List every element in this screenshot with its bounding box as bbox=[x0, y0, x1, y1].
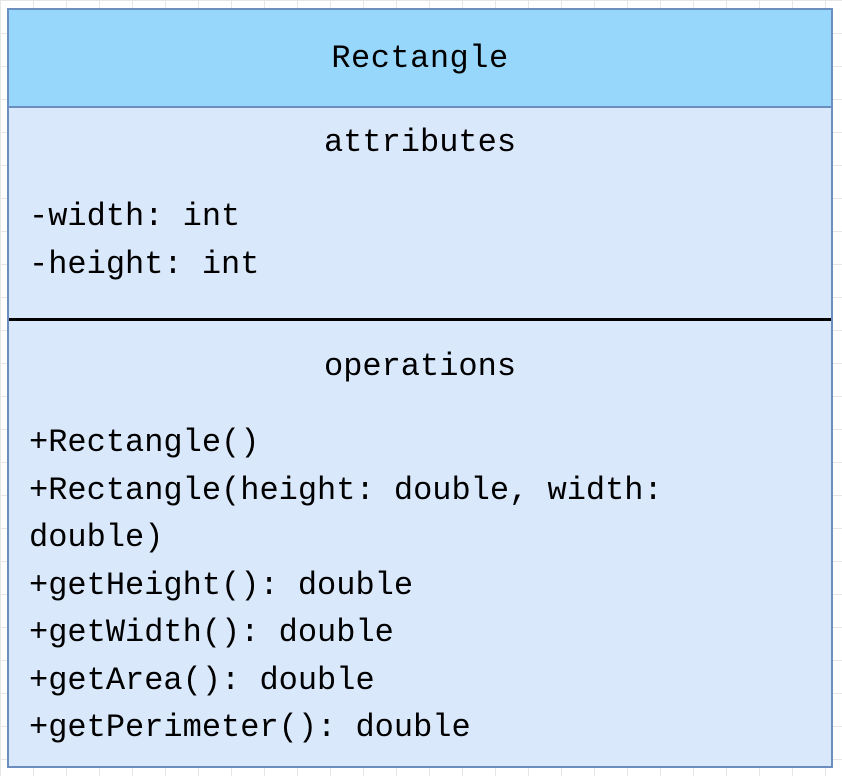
operation-item[interactable]: +Rectangle(height: double, width: bbox=[29, 471, 663, 509]
operation-item[interactable]: +getHeight(): double bbox=[29, 566, 414, 604]
operation-item[interactable]: +Rectangle() bbox=[29, 424, 260, 461]
attributes-list: -width: int -height: int bbox=[29, 193, 819, 288]
section-divider bbox=[9, 318, 831, 321]
class-name: Rectangle bbox=[331, 39, 509, 77]
attributes-section-title: attributes bbox=[323, 124, 517, 161]
class-name-header[interactable]: Rectangle bbox=[9, 10, 831, 108]
attribute-item[interactable]: -height: int bbox=[29, 245, 260, 283]
operations-list: +Rectangle() +Rectangle(height: double, … bbox=[29, 419, 819, 752]
operations-section-title: operations bbox=[323, 348, 517, 385]
uml-class-box[interactable]: Rectangle attributes -width: int -height… bbox=[7, 8, 833, 768]
operation-item[interactable]: double) bbox=[29, 519, 164, 556]
attribute-item[interactable]: -width: int bbox=[29, 198, 241, 235]
operation-item[interactable]: +getArea(): double bbox=[29, 661, 375, 699]
operation-item[interactable]: +getWidth(): double bbox=[29, 614, 394, 651]
operation-item[interactable]: +getPerimeter(): double bbox=[29, 709, 471, 746]
